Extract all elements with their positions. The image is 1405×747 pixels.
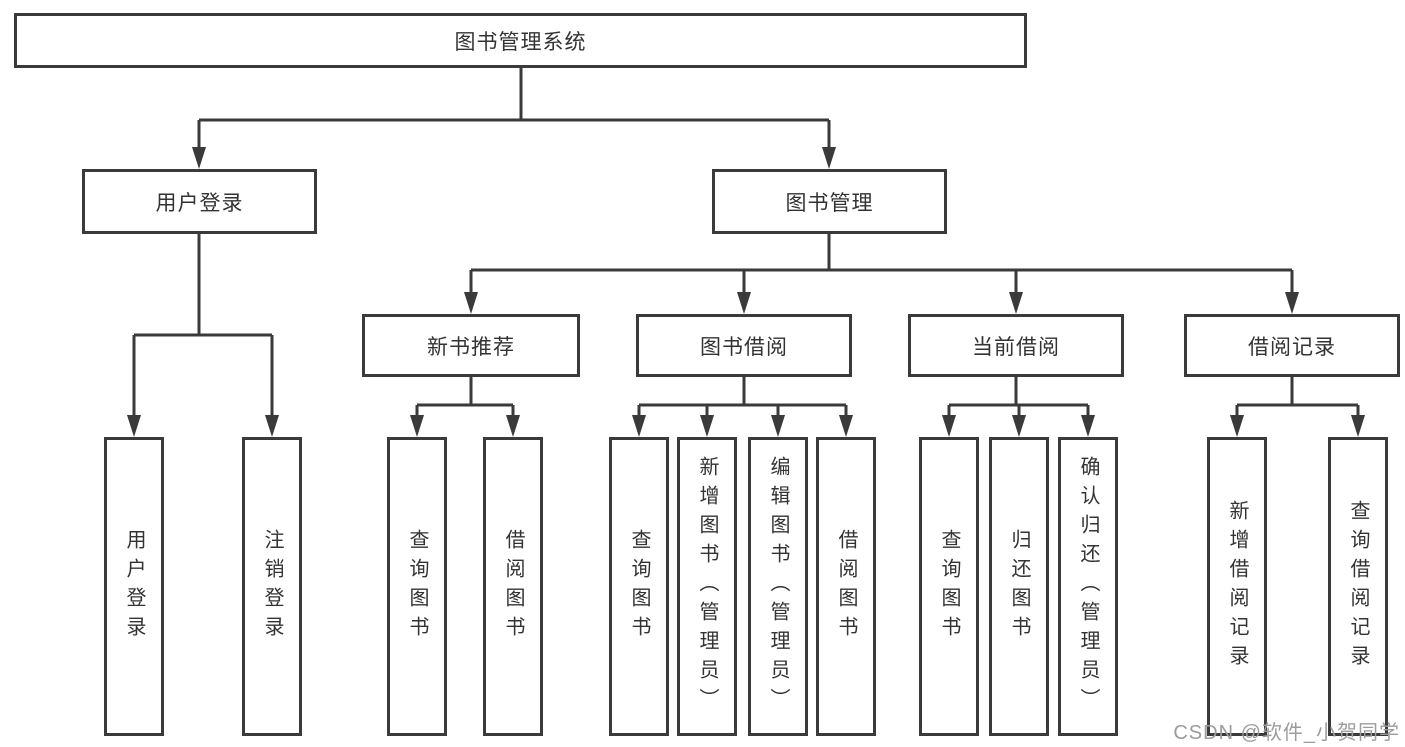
node-book-borrow: 图书借阅 — [636, 314, 852, 377]
leaf-label: 查询图书 — [628, 528, 650, 645]
leaf-label: 借阅图书 — [835, 528, 857, 645]
leaf-label: 借阅图书 — [502, 528, 524, 645]
leaf-label: 新增借阅记录 — [1226, 499, 1248, 674]
leaf-label: 查询图书 — [938, 528, 960, 645]
leaf-bb-query-books: 查询图书 — [609, 437, 669, 736]
leaf-cb-return-books: 归还图书 — [989, 437, 1049, 736]
leaf-bb-edit-books-admin: 编辑图书（管理员） — [748, 437, 808, 736]
leaf-br-query-record: 查询借阅记录 — [1328, 437, 1388, 736]
arrowheads — [127, 147, 1365, 437]
leaf-cb-query-books: 查询图书 — [919, 437, 979, 736]
connector-path — [132, 68, 1360, 418]
leaf-br-add-record: 新增借阅记录 — [1207, 437, 1267, 736]
node-borrow-records: 借阅记录 — [1184, 314, 1400, 377]
node-new-book-recommend: 新书推荐 — [362, 314, 580, 377]
leaf-label: 查询图书 — [406, 528, 428, 645]
leaf-label: 注销登录 — [261, 528, 283, 645]
node-root-library-system: 图书管理系统 — [14, 13, 1027, 68]
leaf-label: 编辑图书（管理员） — [767, 456, 789, 717]
leaf-label: 查询借阅记录 — [1347, 499, 1369, 674]
leaf-label: 新增图书（管理员） — [696, 456, 718, 717]
leaf-cb-confirm-return-admin: 确认归还（管理员） — [1058, 437, 1118, 736]
leaf-nb-query-books: 查询图书 — [387, 437, 447, 736]
leaf-label: 归还图书 — [1008, 528, 1030, 645]
leaf-logout: 注销登录 — [242, 437, 302, 736]
leaf-nb-borrow-books: 借阅图书 — [483, 437, 543, 736]
node-book-management: 图书管理 — [712, 169, 947, 234]
node-user-login: 用户登录 — [82, 169, 317, 234]
csdn-watermark: CSDN @软件_小贺同学 — [1173, 722, 1400, 744]
leaf-label: 确认归还（管理员） — [1077, 456, 1099, 717]
leaf-label: 用户登录 — [123, 528, 145, 645]
leaf-user-login: 用户登录 — [104, 437, 164, 736]
leaf-bb-add-books-admin: 新增图书（管理员） — [677, 437, 737, 736]
node-current-borrow: 当前借阅 — [908, 314, 1124, 377]
leaf-bb-borrow-books: 借阅图书 — [816, 437, 876, 736]
